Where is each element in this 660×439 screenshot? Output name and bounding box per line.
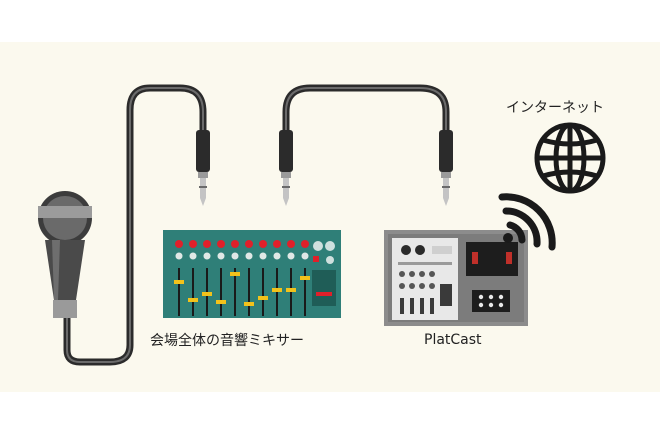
audio-jack-icon (279, 130, 293, 206)
mixer-master-section (312, 241, 336, 306)
microphone-icon (38, 191, 92, 318)
mixer-knobs (175, 240, 309, 260)
mixer-faders (174, 268, 310, 316)
background-band (0, 42, 660, 392)
platcast-device (384, 230, 528, 326)
audio-jack-icon (196, 130, 210, 206)
audio-jack-icon (439, 130, 453, 206)
mixer-device (163, 230, 341, 318)
wifi-signal-icon (498, 193, 556, 251)
platcast-label: PlatCast (424, 332, 482, 348)
link-cable (282, 84, 450, 150)
internet-label: インターネット (506, 100, 604, 116)
mixer-label: 会場全体の音響ミキサー (150, 333, 304, 349)
globe-icon (534, 122, 606, 194)
